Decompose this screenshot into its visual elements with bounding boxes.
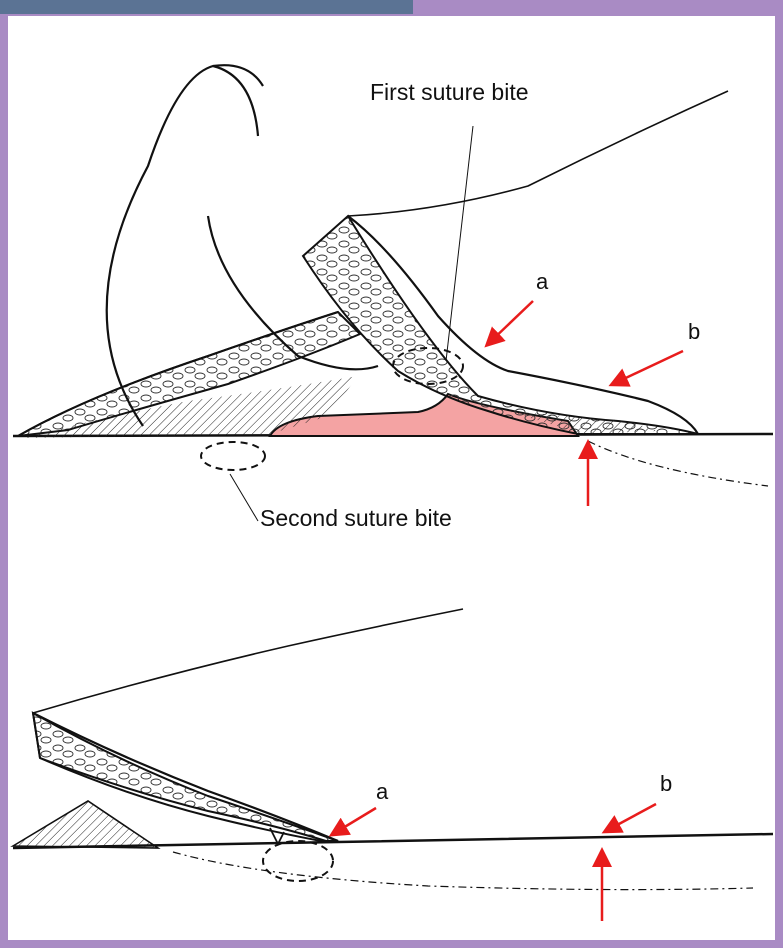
figure-panel: First suture bite Second suture bite a b… (8, 16, 775, 940)
body-contour-top (347, 90, 729, 217)
arrow-b-top (608, 349, 684, 387)
header-tab (0, 0, 413, 14)
skin-surface-bottom (12, 832, 774, 850)
label-first-suture-bite: First suture bite (370, 79, 529, 105)
arrow-a-bottom (328, 806, 377, 837)
first-suture-bite-loop (392, 347, 464, 385)
label-b-bottom: b (660, 771, 672, 796)
right-flap (301, 214, 699, 435)
subcutaneous-hatch-bottom (10, 800, 161, 849)
arrow-a-top (484, 300, 534, 348)
arrow-b-bottom (601, 802, 657, 834)
skin-hook (105, 64, 379, 427)
suture-loop-bottom (262, 840, 334, 882)
bottom-diagram: a b (10, 608, 774, 921)
top-diagram: First suture bite Second suture bite a b (12, 64, 774, 531)
dashdot-line-bottom (172, 851, 754, 891)
label-b-top: b (688, 319, 700, 344)
diagram-canvas: First suture bite Second suture bite a b… (10, 64, 774, 921)
leader-second-bite (229, 473, 259, 522)
subcutaneous-hatch-left (23, 376, 358, 438)
second-suture-bite-loop (200, 441, 266, 471)
label-a-bottom: a (376, 779, 389, 804)
label-a-top: a (536, 269, 549, 294)
suture-knot (269, 827, 285, 847)
dashdot-line-top (587, 440, 769, 487)
label-second-suture-bite: Second suture bite (260, 505, 452, 531)
right-flap-skin (347, 215, 699, 435)
body-contour-bottom (32, 608, 464, 714)
subcutaneous-hatch-right (508, 411, 658, 434)
leader-first-bite (445, 125, 474, 362)
